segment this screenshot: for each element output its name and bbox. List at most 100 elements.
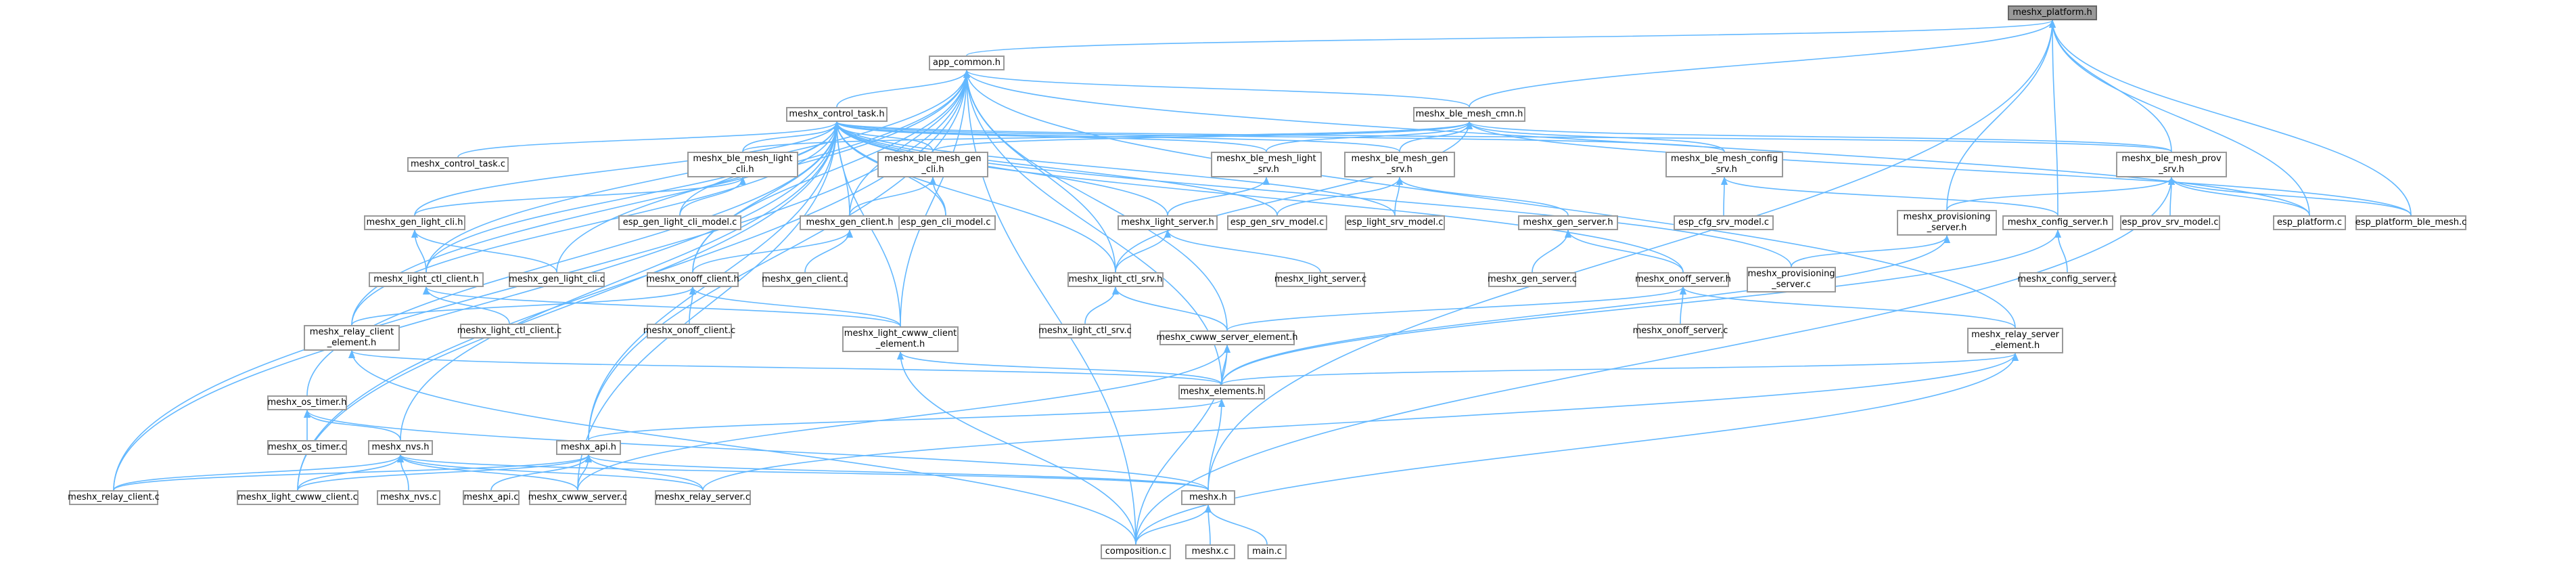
file-node-gen-client-h[interactable]: meshx_gen_client.h: [800, 215, 900, 230]
include-edge: [297, 454, 592, 491]
include-edge: [1466, 121, 2172, 152]
include-edge: [742, 121, 840, 152]
file-node-relay-client-c[interactable]: meshx_relay_client.c: [68, 490, 160, 505]
file-node-light-ctl-client-c[interactable]: meshx_light_ctl_client.c: [457, 324, 561, 339]
file-node-label: _cli.h: [921, 165, 944, 175]
include-edge: [836, 70, 970, 108]
file-node-label: esp_prov_srv_model.c: [2121, 217, 2219, 227]
include-edge: [966, 20, 2056, 56]
include-edge: [1469, 20, 2056, 108]
file-node-esp-prov-srv-c[interactable]: esp_prov_srv_model.c: [2120, 215, 2220, 230]
file-node-control-task[interactable]: meshx_control_task.h: [786, 107, 888, 122]
file-node-label: meshx.h: [1189, 492, 1227, 502]
file-node-esp-ble-mesh-c[interactable]: esp_platform_ble_mesh.c: [2355, 215, 2466, 230]
file-node-relay-server-elem-h[interactable]: meshx_relay_server_element.h: [1967, 328, 2063, 353]
file-node-light-server-c[interactable]: meshx_light_server.c: [1274, 272, 1366, 287]
file-node-onoff-server-h[interactable]: meshx_onoff_server.h: [1635, 272, 1731, 287]
file-node-prov-server-h[interactable]: meshx_provisioning_server.h: [1897, 210, 1997, 236]
include-edge: [490, 454, 592, 491]
include-edge: [833, 121, 1267, 152]
file-node-cwww-client-elem-h[interactable]: meshx_light_cwww_client_element.h: [842, 326, 959, 352]
file-node-gen-srv-h[interactable]: meshx_ble_mesh_gen_srv.h: [1344, 152, 1455, 177]
include-edge: [692, 230, 853, 273]
file-node-control-task-c[interactable]: meshx_control_task.c: [407, 157, 509, 172]
file-node-esp-light-srv-c[interactable]: esp_light_srv_model.c: [1345, 215, 1445, 230]
include-edge: [588, 70, 970, 441]
file-node-label: meshx_light_ctl_srv.h: [1068, 274, 1163, 284]
file-node-prov-srv-h[interactable]: meshx_ble_mesh_prov_srv.h: [2116, 152, 2227, 177]
file-node-onoff-client-c[interactable]: meshx_onoff_client.c: [643, 324, 735, 339]
file-node-os-timer-c[interactable]: meshx_os_timer.c: [267, 440, 347, 455]
file-node-config-server-h[interactable]: meshx_config_server.h: [2002, 215, 2113, 230]
file-node-light-cli-h[interactable]: meshx_ble_mesh_light_cli.h: [687, 152, 798, 177]
file-node-label: meshx_light_server.h: [1121, 217, 1214, 227]
file-node-gen-client-c[interactable]: meshx_gen_client.c: [762, 272, 848, 287]
file-node-elements-h[interactable]: meshx_elements.h: [1178, 385, 1265, 399]
file-node-relay-server-c[interactable]: meshx_relay_server.c: [655, 490, 751, 505]
file-node-esp-gen-srv-c[interactable]: esp_gen_srv_model.c: [1227, 215, 1327, 230]
include-edge: [1466, 121, 1725, 152]
file-node-light-ctl-srv-h[interactable]: meshx_light_ctl_srv.h: [1067, 272, 1164, 287]
include-edge: [426, 121, 840, 273]
file-node-app-common[interactable]: app_common.h: [929, 56, 1005, 70]
include-edge: [2168, 177, 2310, 216]
file-node-composition-c[interactable]: composition.c: [1101, 544, 1171, 559]
file-node-prov-server-c[interactable]: meshx_provisioning_server.c: [1747, 267, 1836, 292]
include-edge: [2168, 177, 2412, 216]
file-node-label: _element.h: [1990, 341, 2040, 351]
include-edge: [113, 121, 840, 491]
file-node-gen-light-cli-c[interactable]: meshx_gen_light_cli.c: [509, 272, 605, 287]
include-edge: [348, 350, 1136, 545]
file-node-esp-cfg-srv-c[interactable]: esp_cfg_srv_model.c: [1674, 215, 1774, 230]
file-node-nvs-h[interactable]: meshx_nvs.h: [368, 440, 433, 455]
file-node-esp-gen-cli-c[interactable]: esp_gen_cli_model.c: [896, 215, 996, 230]
file-node-label: esp_platform.c: [2276, 217, 2343, 227]
include-edge: [414, 121, 840, 216]
file-node-light-server-h[interactable]: meshx_light_server.h: [1118, 215, 1218, 230]
file-node-label: meshx_light_cwww_client.c: [237, 492, 358, 502]
include-edge: [1135, 345, 1230, 545]
file-node-light-srv-h[interactable]: meshx_ble_mesh_light_srv.h: [1211, 152, 1322, 177]
file-node-onoff-server-c[interactable]: meshx_onoff_server.c: [1633, 324, 1728, 339]
file-node-gen-light-cli-h[interactable]: meshx_gen_light_cli.h: [364, 215, 465, 230]
file-node-label: meshx_relay_server.c: [656, 492, 750, 502]
include-edge: [2049, 20, 2172, 152]
include-edge: [1565, 230, 1684, 273]
file-node-nvs-c[interactable]: meshx_nvs.c: [377, 490, 440, 505]
file-node-cwww-server-elem-h[interactable]: meshx_cwww_server_element.h: [1156, 330, 1298, 345]
file-node-meshx-h[interactable]: meshx.h: [1181, 490, 1235, 505]
file-node-label: _srv.h: [1254, 165, 1279, 175]
file-node-config-server-c[interactable]: meshx_config_server.c: [2017, 272, 2117, 287]
file-node-gen-server-c[interactable]: meshx_gen_server.c: [1488, 272, 1577, 287]
include-edge: [1396, 177, 1569, 216]
file-node-platform[interactable]: meshx_platform.h: [2008, 5, 2097, 20]
file-node-main-c[interactable]: main.c: [1247, 544, 1287, 559]
file-node-esp-light-cli-c[interactable]: esp_gen_light_cli_model.c: [618, 215, 741, 230]
file-node-onoff-client-h[interactable]: meshx_onoff_client.h: [646, 272, 739, 287]
include-edge: [585, 454, 704, 491]
file-node-label: meshx_gen_client.c: [762, 274, 848, 284]
include-edge: [833, 121, 1684, 273]
include-edge: [963, 70, 1222, 385]
file-node-api-h[interactable]: meshx_api.h: [556, 440, 621, 455]
include-edge: [1946, 177, 2175, 211]
file-node-os-timer-h[interactable]: meshx_os_timer.h: [267, 395, 347, 410]
file-node-label: meshx_api.c: [463, 492, 519, 502]
include-edge: [113, 454, 404, 491]
file-node-light-ctl-client-h[interactable]: meshx_light_ctl_client.h: [369, 272, 484, 287]
file-node-config-srv-h[interactable]: meshx_ble_mesh_config_srv.h: [1665, 152, 1783, 177]
file-node-cwww-server-c[interactable]: meshx_cwww_server.c: [528, 490, 627, 505]
file-node-gen-server-h[interactable]: meshx_gen_server.h: [1518, 215, 1618, 230]
file-node-light-ctl-srv-c[interactable]: meshx_light_ctl_srv.c: [1038, 324, 1132, 339]
include-edge: [397, 454, 1209, 491]
file-node-cwww-client-c[interactable]: meshx_light_cwww_client.c: [237, 490, 359, 505]
include-edge: [833, 121, 1278, 216]
include-edge: [585, 454, 1209, 491]
file-node-esp-platform-c[interactable]: esp_platform.c: [2273, 215, 2346, 230]
file-node-meshx-c[interactable]: meshx.c: [1185, 544, 1235, 559]
file-node-api-c[interactable]: meshx_api.c: [463, 490, 520, 505]
file-node-gen-cli-h[interactable]: meshx_ble_mesh_gen_cli.h: [877, 152, 988, 177]
file-node-ble-cmn[interactable]: meshx_ble_mesh_cmn.h: [1413, 107, 1525, 122]
file-node-relay-client-elem-h[interactable]: meshx_relay_client_element.h: [304, 325, 400, 351]
include-edge: [963, 70, 1116, 273]
